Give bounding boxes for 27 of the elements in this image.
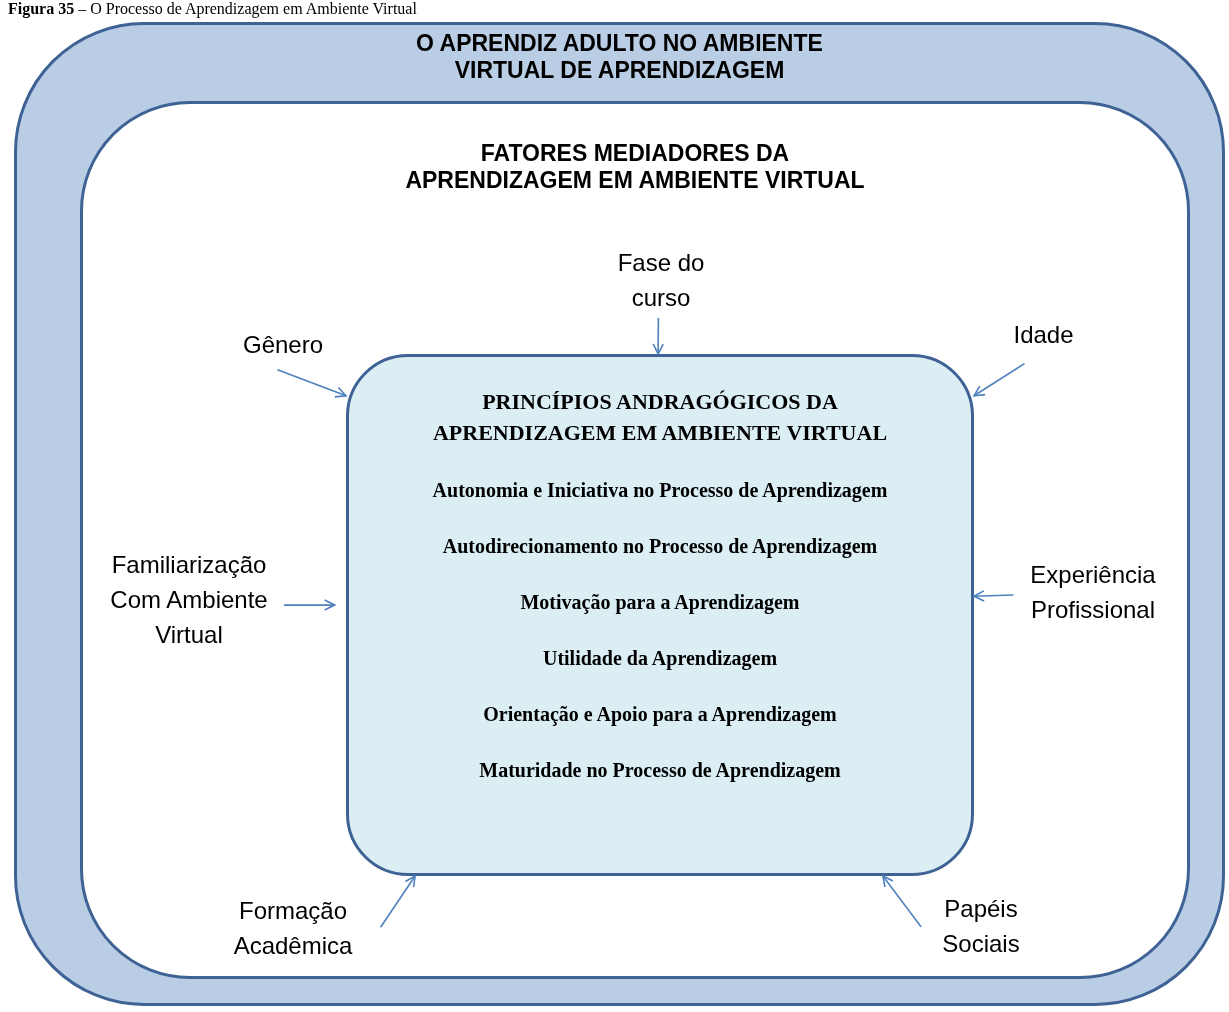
factor-text: Experiência Profissional [1029, 560, 1157, 625]
arrow [379, 875, 416, 929]
factor-text: Formação Acadêmica [232, 896, 354, 961]
outer-frame [14, 22, 1225, 1006]
factor-text: Familiarização Com Ambiente Virtual [109, 550, 269, 650]
principles-box [346, 354, 974, 876]
principle-item: Autonomia e Iniciativa no Processo de Aprendizagem [431, 478, 889, 502]
principle-item: Maturidade no Processo de Aprendizagem [478, 758, 842, 782]
inner-frame [80, 101, 1190, 979]
arrow [276, 369, 347, 398]
factor-text: Papéis Sociais [941, 894, 1021, 959]
outer-heading: O APRENDIZ ADULTO NO AMBIENTE VIRTUAL DE APRENDIZAGEM [415, 30, 824, 84]
factor-text: Gênero [241, 330, 325, 360]
principle-item: Utilidade da Aprendizagem [541, 646, 779, 670]
arrow [882, 875, 922, 928]
principle-item: Orientação e Apoio para a Aprendizagem [482, 702, 838, 726]
inner-heading: FATORES MEDIADORES DA APRENDIZAGEM EM AMBIENTE VIRTUAL [404, 140, 866, 194]
arrow [973, 362, 1026, 397]
principles-heading: PRINCÍPIOS ANDRAGÓGICOS DA APRENDIZAGEM EM AMBIENTE VIRTUAL [431, 388, 889, 447]
arrow [283, 599, 336, 611]
arrow [652, 317, 664, 355]
arrow [973, 590, 1015, 602]
factor-text: Idade [1012, 320, 1075, 350]
figure-title: Figura 35 – O Processo de Aprendizagem em Ambiente Virtual [8, 0, 417, 18]
principle-item: Motivação para a Aprendizagem [519, 590, 801, 614]
principle-item: Autodirecionamento no Processo de Aprendizagem [441, 534, 879, 558]
factor-text: Fase do curso [616, 248, 706, 313]
